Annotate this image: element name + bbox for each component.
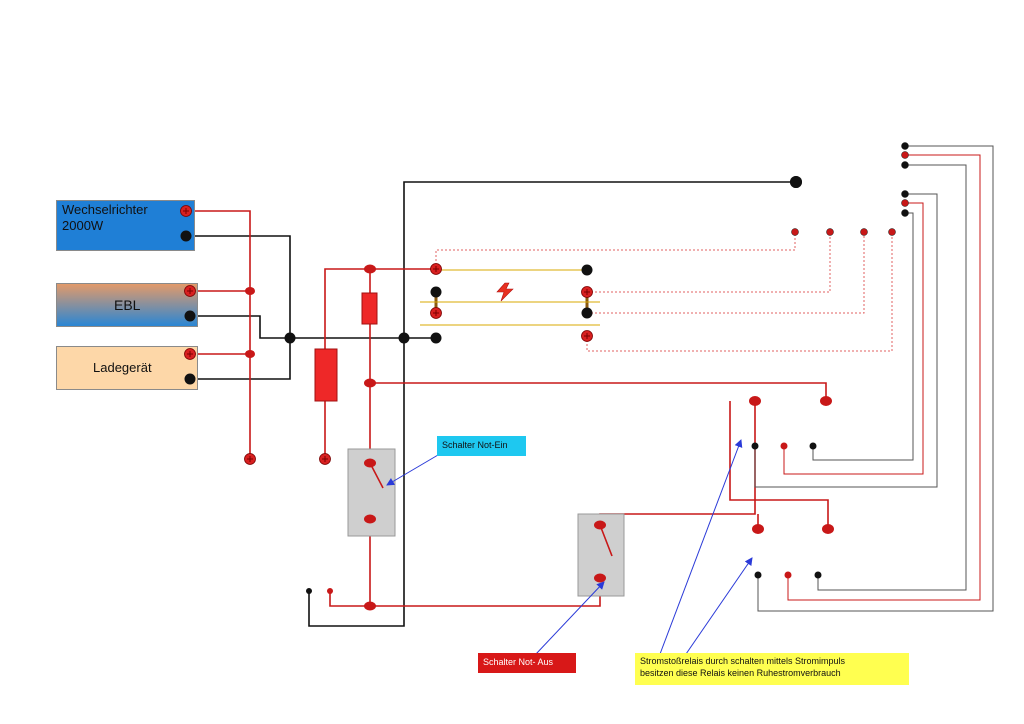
inverter-box: Wechselrichter 2000W [56,200,195,251]
fuse-battery [361,292,378,325]
wire-relay-top-feed [370,382,827,401]
ebl-box: EBL [56,283,198,327]
callout-note-line1: Stromstoßrelais durch schalten mittels S… [640,656,846,666]
callout-not-ein-text: Schalter Not-Ein [442,440,508,450]
wire-bms-minus [308,181,796,627]
lightning-icon [496,282,514,302]
wire-relay-chain [729,401,829,529]
switch-not-aus-lever [599,524,613,557]
callout-arrows [386,439,753,655]
ebl-label: EBL [114,297,141,313]
charger-box: Ladegerät [56,346,198,390]
charger-label: Ladegerät [93,360,152,375]
control-wires-top-bms-pins [757,145,994,612]
callout-not-aus-text: Schalter Not- Aus [483,657,554,667]
inverter-label-line2: 2000W [62,218,104,233]
callout-note-line2: besitzen diese Relais keinen Ruhestromve… [640,668,841,678]
wire-ebl-minus [190,315,433,339]
callout-not-aus: Schalter Not- Aus [478,653,576,673]
wire-notaus-to-relay [599,401,756,525]
callout-note: Stromstoßrelais durch schalten mittels S… [635,653,909,685]
inverter-label-line1: Wechselrichter [62,202,148,217]
wire-inverter-plus [186,210,251,459]
negative-wires [186,181,796,627]
callout-not-ein: Schalter Not-Ein [437,436,526,456]
bms-sense-wires [435,232,893,352]
wire-battery-plus [324,268,436,459]
wire-charger-minus [190,338,291,380]
wire-inverter-minus [186,235,291,338]
fuse-main [314,348,338,402]
control-wires-mid-bms-pins [754,193,938,488]
